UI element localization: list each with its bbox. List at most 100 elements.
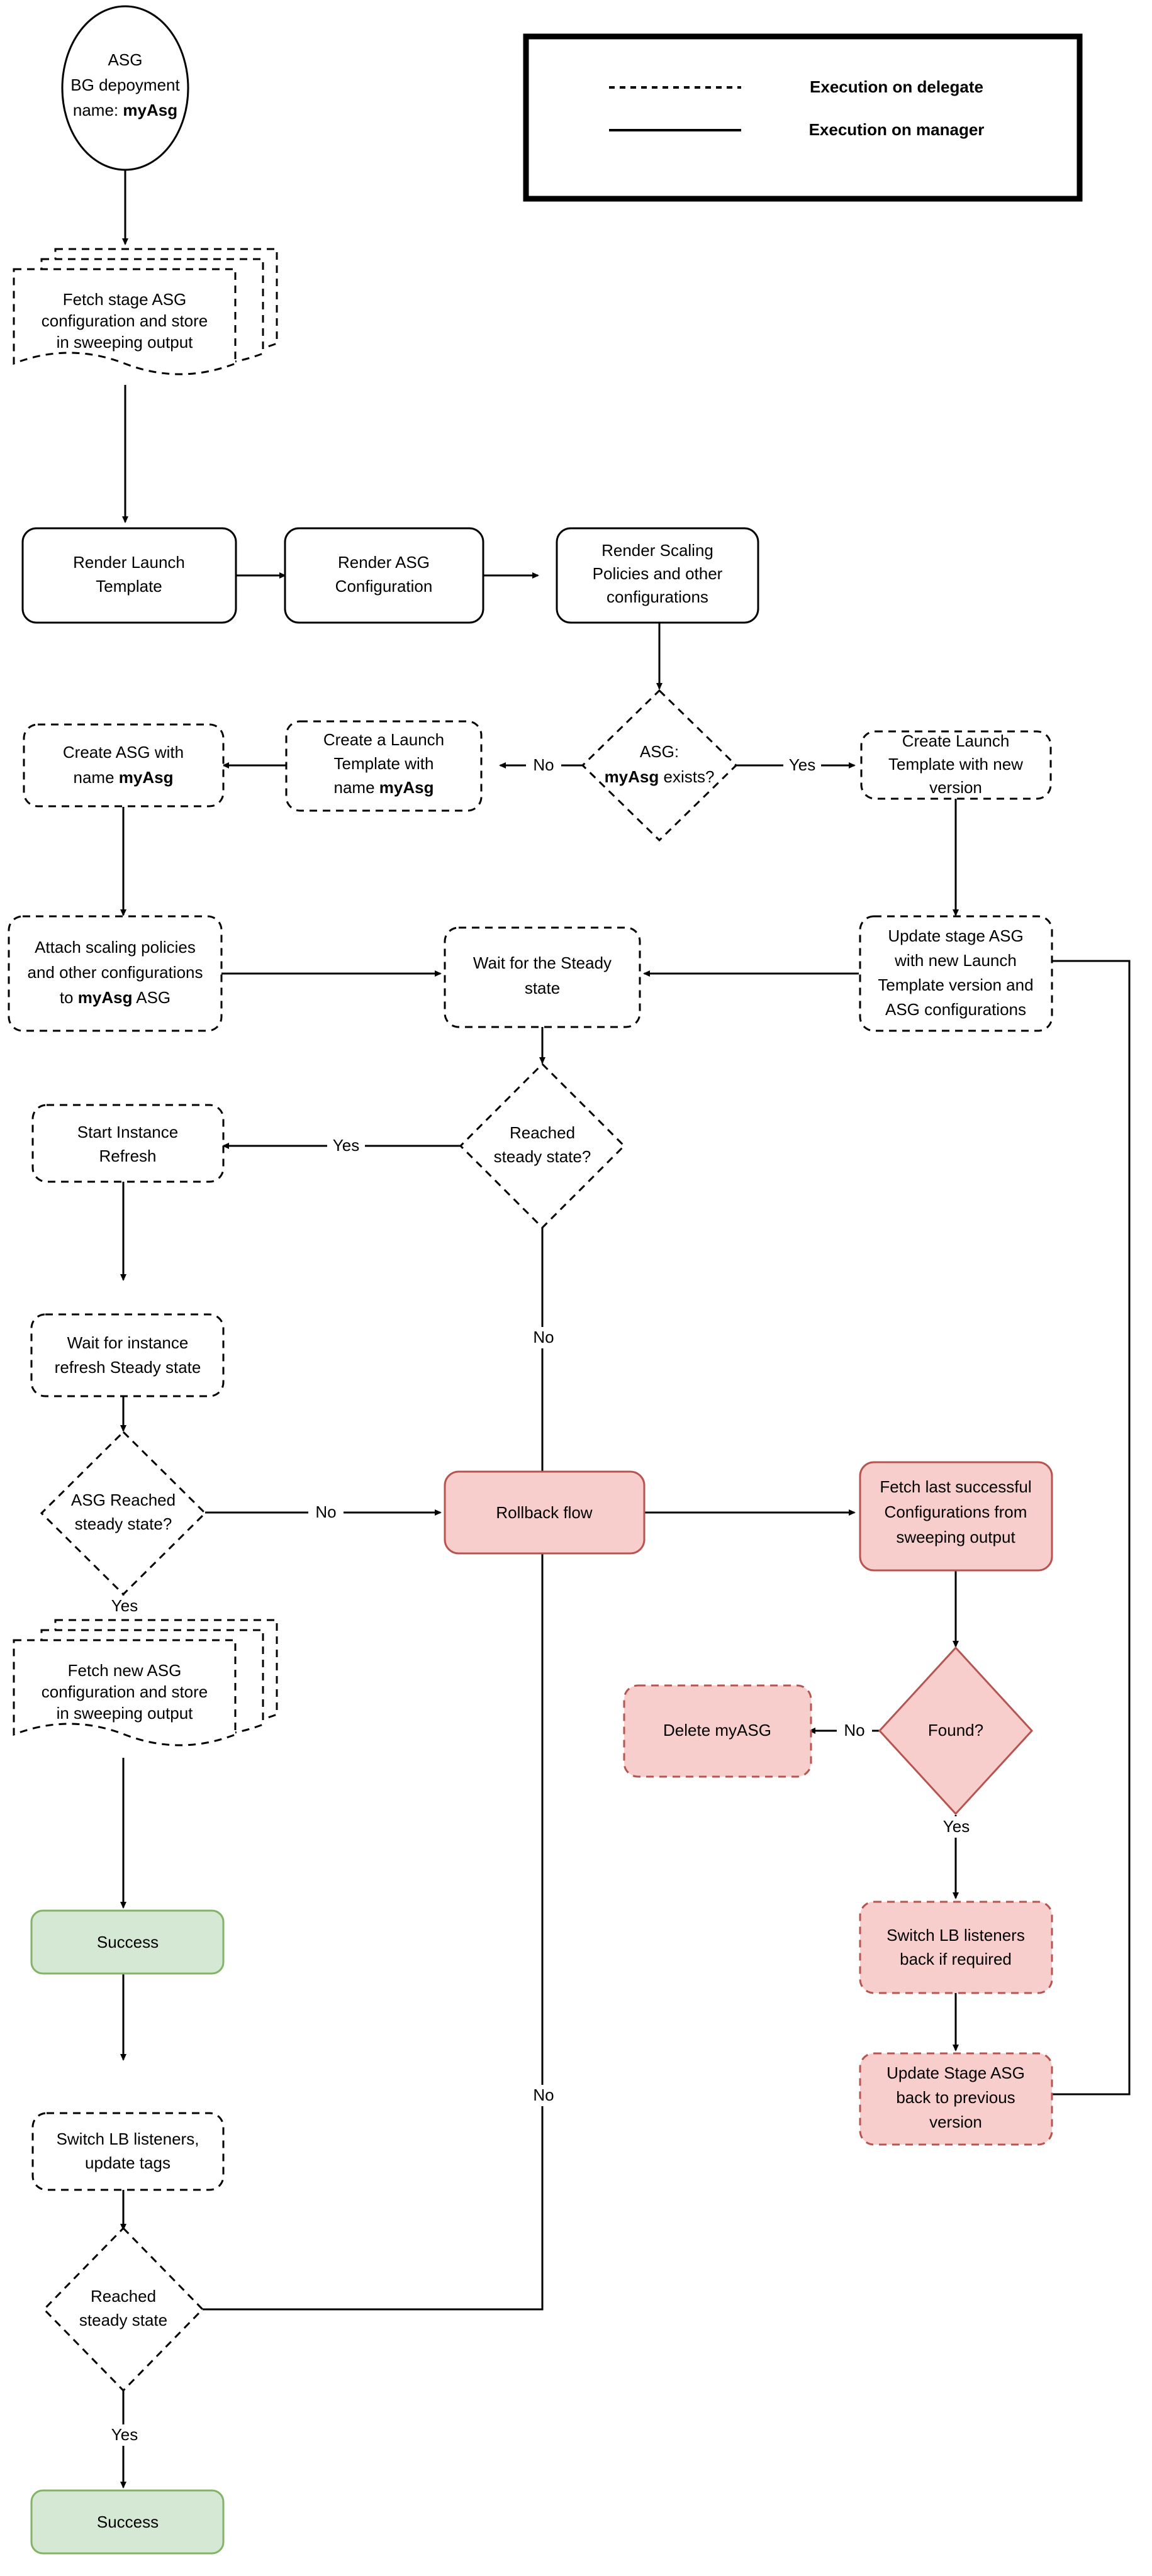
start-line-2: BG depoyment	[70, 75, 180, 94]
node-update-stage-asg[interactable]: Update stage ASG with new Launch Templat…	[859, 915, 1053, 1032]
fetch-new-doc-front[interactable]	[13, 1639, 237, 1746]
edge-label-yes-4: Yes	[943, 1817, 970, 1836]
update-back-line-3: version	[929, 2112, 982, 2131]
switch-lb-update-tags-box[interactable]	[31, 2112, 225, 2191]
node-success-1[interactable]: Success	[30, 1909, 225, 1975]
create-lt-new-line-3: version	[929, 778, 982, 797]
asg-exists-line-2: myAsg exists?	[605, 767, 715, 786]
node-asg-reached-steady-state[interactable]: ASG Reached steady state?	[40, 1430, 207, 1596]
edge-reached2-no	[203, 1546, 545, 2311]
node-switch-lb-back[interactable]: Switch LB listeners back if required	[859, 1901, 1053, 1994]
node-fetch-last-successful[interactable]: Fetch last successful Configurations fro…	[859, 1461, 1053, 1572]
attach-scaling-box[interactable]	[8, 915, 223, 1032]
start-line-3-bold: myAsg	[123, 101, 177, 119]
create-lt-line-3: name myAsg	[334, 778, 434, 797]
success-2-label: Success	[97, 2512, 159, 2531]
node-render-launch-template[interactable]: Render Launch Template	[21, 527, 237, 624]
render-lt-line-2: Template	[96, 577, 162, 596]
update-stage-asg-box[interactable]	[859, 915, 1053, 1032]
update-back-line-1: Update Stage ASG	[886, 2063, 1025, 2082]
node-switch-lb-update-tags[interactable]: Switch LB listeners, update tags	[31, 2112, 225, 2191]
node-delete-myasg[interactable]: Delete myASG	[623, 1684, 812, 1778]
node-fetch-new-asg[interactable]: Fetch new ASG configuration and store in…	[13, 1619, 278, 1746]
switch-lb-back-line-2: back if required	[900, 1950, 1012, 1968]
attach-prefix: to	[60, 988, 78, 1007]
create-asg-line-2: name myAsg	[74, 768, 174, 787]
fetch-last-line-1: Fetch last successful	[880, 1477, 1031, 1496]
attach-line-1: Attach scaling policies	[35, 938, 196, 957]
update-back-line-2: back to previous	[896, 2088, 1015, 2107]
create-launch-template-box[interactable]	[285, 720, 483, 812]
wait-instance-refresh-box[interactable]	[30, 1313, 225, 1397]
node-render-scaling-policies[interactable]: Render Scaling Policies and other config…	[556, 527, 759, 624]
success-1-box[interactable]	[30, 1909, 225, 1975]
node-asg-exists-decision[interactable]: ASG: myAsg exists?	[581, 689, 738, 842]
start-refresh-line-1: Start Instance	[77, 1123, 178, 1141]
render-launch-template-box[interactable]	[21, 527, 237, 624]
legend-label-delegate: Execution on delegate	[810, 77, 983, 96]
node-start[interactable]: ASG BG depoyment name: myAsg	[61, 5, 189, 171]
fetch-new-line-2: configuration and store	[42, 1682, 208, 1701]
delete-myasg-box[interactable]	[623, 1684, 812, 1778]
fetch-stage-doc-front[interactable]	[13, 268, 237, 375]
rollback-flow-box[interactable]	[444, 1470, 646, 1555]
node-reached-steady-state-2[interactable]: Reached steady state	[42, 2226, 204, 2392]
render-scaling-box[interactable]	[556, 527, 759, 624]
edge-label-yes-5: Yes	[111, 2425, 138, 2444]
node-wait-steady-state[interactable]: Wait for the Steady state	[444, 926, 641, 1028]
node-start-instance-refresh[interactable]: Start Instance Refresh	[31, 1104, 225, 1183]
wait-steady-box[interactable]	[444, 926, 641, 1028]
create-lt-bold: myAsg	[379, 778, 434, 797]
node-create-asg[interactable]: Create ASG with name myAsg	[23, 723, 225, 808]
node-create-lt-new-version[interactable]: Create Launch Template with new version	[860, 730, 1052, 800]
node-reached-steady-state-1[interactable]: Reached steady state?	[459, 1062, 626, 1230]
start-instance-refresh-box[interactable]	[31, 1104, 225, 1183]
reached-steady-1-diamond[interactable]	[459, 1062, 626, 1230]
fetch-new-line-3: in sweeping output	[57, 1704, 194, 1723]
create-asg-box[interactable]	[23, 723, 225, 808]
node-create-launch-template[interactable]: Create a Launch Template with name myAsg	[285, 720, 483, 812]
edge-label-no-5: No	[533, 2085, 554, 2104]
start-line-3: name: myAsg	[73, 101, 177, 119]
node-attach-scaling-policies[interactable]: Attach scaling policies and other config…	[8, 915, 223, 1032]
node-render-asg-configuration[interactable]: Render ASG Configuration	[284, 527, 484, 624]
start-line-3-prefix: name:	[73, 101, 123, 119]
update-stage-back-box[interactable]	[859, 2052, 1053, 2146]
node-rollback-flow[interactable]: Rollback flow	[444, 1470, 646, 1555]
found-label: Found?	[928, 1721, 983, 1740]
reached1-line-2: steady state?	[494, 1147, 591, 1166]
asg-reached-steady-diamond[interactable]	[40, 1430, 207, 1596]
rollback-flow-label: Rollback flow	[496, 1503, 592, 1522]
switch-lb-back-line-1: Switch LB listeners	[886, 1926, 1025, 1945]
wait-steady-line-1: Wait for the Steady	[473, 953, 612, 972]
node-update-stage-back[interactable]: Update Stage ASG back to previous versio…	[859, 2052, 1053, 2146]
edge-label-yes-3: Yes	[111, 1596, 138, 1615]
update-stage-line-4: ASG configurations	[885, 1000, 1026, 1019]
found-diamond[interactable]	[878, 1646, 1034, 1816]
render-asg-line-1: Render ASG	[338, 553, 430, 572]
delete-myasg-label: Delete myASG	[663, 1721, 771, 1740]
node-fetch-stage-asg[interactable]: Fetch stage ASG configuration and store …	[13, 248, 278, 375]
fetch-stage-line-1: Fetch stage ASG	[63, 290, 187, 309]
asg-exists-diamond[interactable]	[581, 689, 738, 842]
node-wait-instance-refresh[interactable]: Wait for instance refresh Steady state	[30, 1313, 225, 1397]
create-lt-new-version-box[interactable]	[860, 730, 1052, 800]
attach-line-2: and other configurations	[28, 963, 203, 982]
edge-updateback-to-updatestage	[980, 958, 1131, 2096]
fetch-last-line-3: sweeping output	[896, 1528, 1015, 1546]
create-asg-bold: myAsg	[119, 768, 174, 787]
create-lt-new-line-1: Create Launch	[902, 731, 1010, 750]
reached-steady-2-diamond[interactable]	[42, 2226, 204, 2392]
update-stage-line-1: Update stage ASG	[888, 926, 1023, 945]
node-success-2[interactable]: Success	[30, 2489, 225, 2555]
render-lt-line-1: Render Launch	[73, 553, 185, 572]
node-found-decision[interactable]: Found?	[878, 1646, 1034, 1816]
render-scaling-line-2: Policies and other	[593, 564, 723, 583]
render-scaling-line-1: Render Scaling	[601, 541, 713, 560]
render-asg-config-box[interactable]	[284, 527, 484, 624]
switch-lb-back-box[interactable]	[859, 1901, 1053, 1994]
start-ellipse[interactable]	[61, 5, 189, 171]
render-scaling-line-3: configurations	[607, 587, 708, 606]
success-2-box[interactable]	[30, 2489, 225, 2555]
fetch-last-successful-box[interactable]	[859, 1461, 1053, 1572]
